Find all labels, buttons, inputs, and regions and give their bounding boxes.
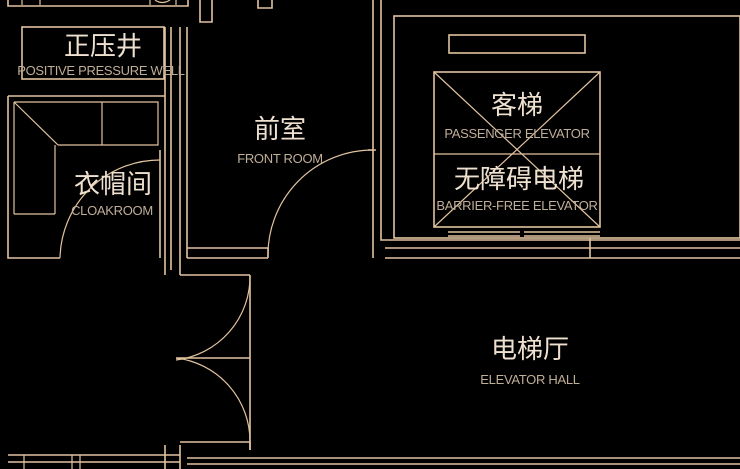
elevator-car-cross xyxy=(433,71,601,228)
cloak-shelf-diagonal xyxy=(13,101,59,146)
bottom-wall-left xyxy=(164,445,181,469)
front-room-label-zh: 前室 xyxy=(254,115,306,145)
cloak-door-swing xyxy=(59,159,161,259)
barrier-free-elevator-label-en: BARRIER-FREE ELEVATOR xyxy=(436,198,597,213)
hall-door-swing-upper xyxy=(175,274,251,361)
bottom-cabinet-top xyxy=(8,454,180,463)
bottom-cabinet-dividers xyxy=(23,455,81,469)
barrier-free-elevator-label-zh: 无障碍电梯 xyxy=(454,165,584,195)
elevator-hall-label-en: ELEVATOR HALL xyxy=(480,372,579,387)
hall-top-wall xyxy=(385,247,740,259)
elevator-doors xyxy=(448,231,600,237)
front-room-right-wall xyxy=(368,0,376,258)
pressure-well-outline xyxy=(21,26,165,80)
front-room-bottom-wall xyxy=(187,247,268,259)
cloak-outer-wall xyxy=(7,96,60,259)
top-wall-stubs xyxy=(199,0,273,23)
passenger-elevator-label-zh: 客梯 xyxy=(491,91,543,121)
front-room-label-en: FRONT ROOM xyxy=(237,151,323,166)
hall-left-lower-wall xyxy=(180,441,251,450)
room-labels: 正压井 POSITIVE PRESSURE WELL 前室 FRONT ROOM… xyxy=(17,32,598,387)
top-fixture xyxy=(154,0,171,4)
cloakroom-label-en: CLOAKROOM xyxy=(71,203,153,218)
bottom-wall-right xyxy=(187,457,740,465)
top-cabinet-outline xyxy=(7,0,189,7)
hall-door-swing-lower xyxy=(175,357,251,443)
cloak-shelf xyxy=(14,101,159,146)
shaft-vent xyxy=(448,34,586,54)
elevator-hall-label-zh: 电梯厅 xyxy=(491,335,569,365)
cloakroom-label-zh: 衣帽间 xyxy=(74,170,152,200)
top-cabinet-dividers xyxy=(21,0,177,5)
shaft-outer xyxy=(380,0,740,241)
pressure-well-label-en: POSITIVE PRESSURE WELL xyxy=(17,63,185,78)
passenger-elevator-label-en: PASSENGER ELEVATOR xyxy=(444,126,589,141)
cloak-left-shelf xyxy=(13,102,55,215)
walls xyxy=(7,0,740,469)
front-door-swing xyxy=(267,149,374,259)
shaft-inner xyxy=(393,15,740,239)
pressure-well-label-zh: 正压井 xyxy=(64,32,142,62)
elevator-car xyxy=(433,71,601,228)
